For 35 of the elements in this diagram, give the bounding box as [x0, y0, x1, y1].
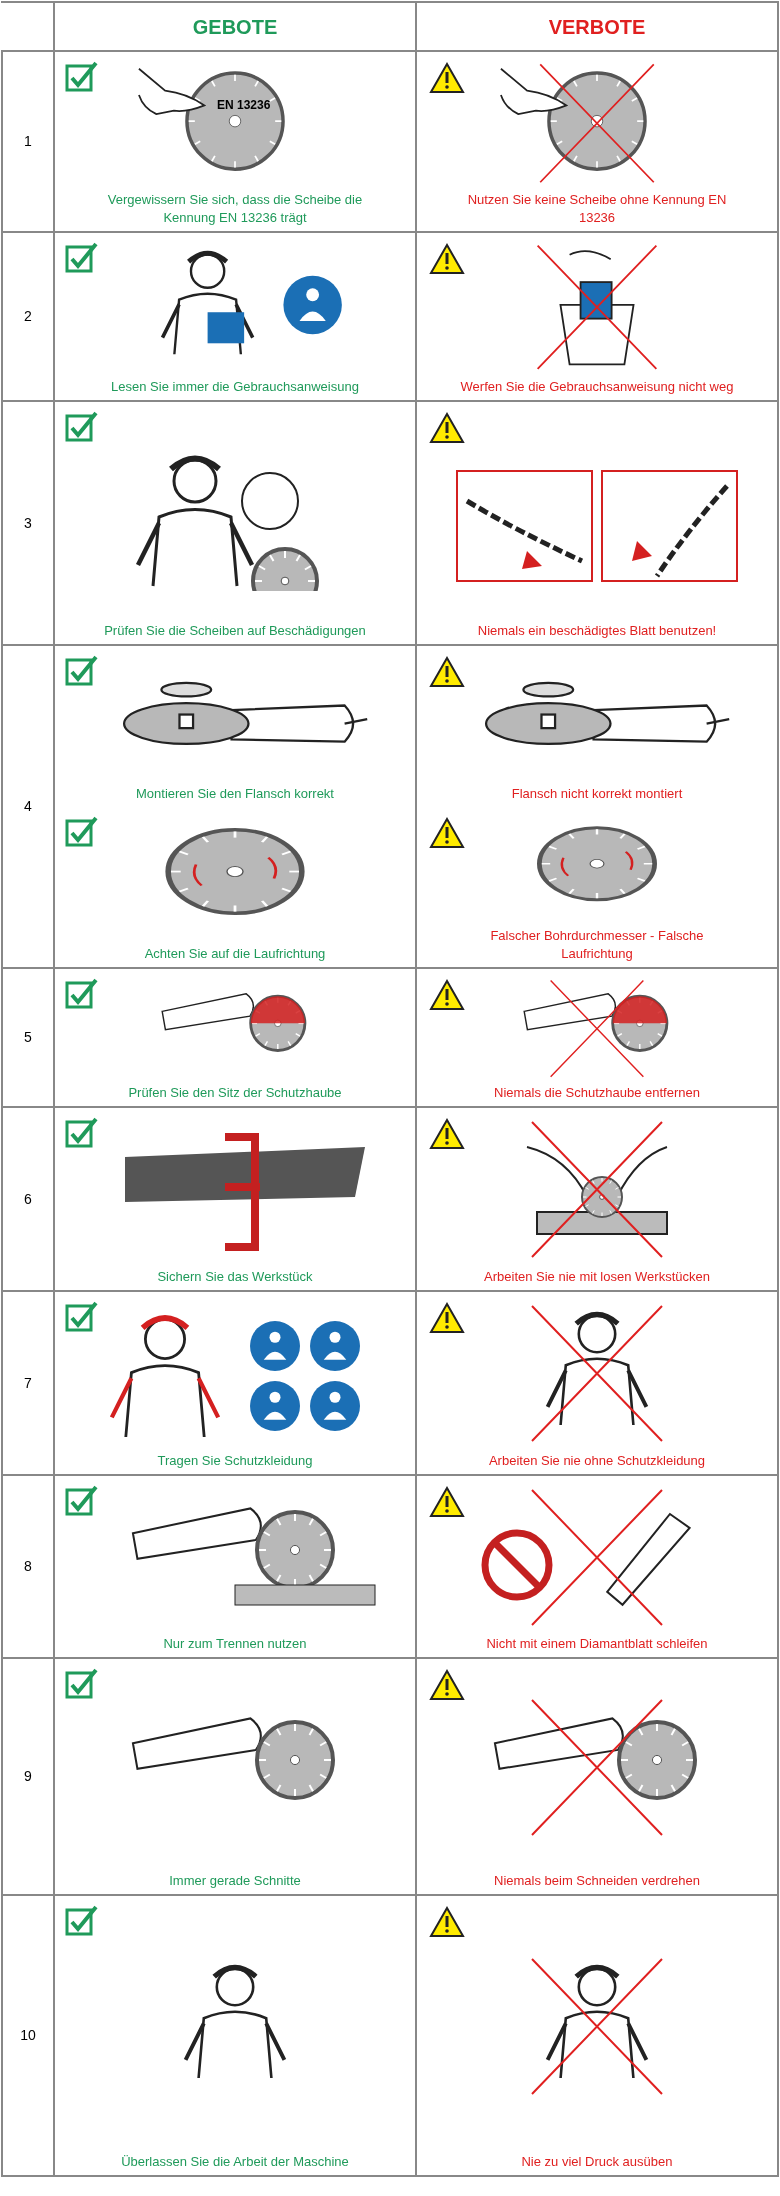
row-number: 3: [24, 513, 32, 533]
caption: Lesen Sie immer die Gebrauchsanweisung: [111, 378, 359, 396]
row-number: 1: [24, 132, 32, 151]
caption: Nie zu viel Druck ausüben: [521, 2153, 673, 2171]
caption: Achten Sie auf die Laufrichtung: [144, 945, 326, 963]
row-number: 5: [24, 1028, 32, 1047]
caption: Arbeiten Sie nie ohne Schutzkleidung: [488, 1452, 706, 1470]
caption: Niemals ein beschädigtes Blatt benutzen!: [477, 622, 717, 640]
caption: Überlassen Sie die Arbeit der Maschine: [121, 2153, 349, 2171]
caption: Arbeiten Sie nie mit losen Werkstücken: [484, 1268, 710, 1286]
caption: Prüfen Sie die Scheiben auf Beschädigungen: [104, 622, 366, 640]
caption: Sichern Sie das Werkstück: [157, 1268, 313, 1286]
row-number: 7: [24, 1373, 32, 1393]
caption: Nutzen Sie keine Scheibe ohne Kennung EN 13236: [466, 191, 728, 227]
row-number: 9: [24, 1767, 32, 1786]
column-header: VERBOTE: [548, 14, 646, 40]
row-number: 6: [24, 1189, 32, 1209]
caption: Falscher Bohrdurchmesser - Falsche Laufrichtung: [489, 927, 705, 963]
caption: Niemals beim Schneiden verdrehen: [494, 1872, 700, 1890]
row-number: 8: [24, 1557, 32, 1576]
row-number: 2: [24, 307, 32, 326]
caption: Niemals die Schutzhaube entfernen: [494, 1084, 700, 1102]
caption: Prüfen Sie den Sitz der Schutzhaube: [128, 1084, 342, 1102]
caption: Montieren Sie den Flansch korrekt: [136, 784, 334, 803]
caption: Nur zum Trennen nutzen: [163, 1635, 307, 1653]
caption: Immer gerade Schnitte: [169, 1872, 301, 1890]
caption: Vergewissern Sie sich, dass die Scheibe die Kennung EN 13236 trägt: [106, 191, 364, 227]
row-number: 4: [24, 797, 32, 816]
caption: Nicht mit einem Diamantblatt schleifen: [486, 1635, 708, 1653]
standard-label: EN 13236: [217, 96, 271, 114]
column-header: GEBOTE: [192, 14, 278, 40]
caption: Tragen Sie Schutzkleidung: [157, 1452, 313, 1470]
row-number: 10: [20, 2026, 36, 2045]
caption: Werfen Sie die Gebrauchsanweisung nicht weg: [460, 378, 734, 396]
caption: Flansch nicht korrekt montiert: [511, 784, 683, 803]
